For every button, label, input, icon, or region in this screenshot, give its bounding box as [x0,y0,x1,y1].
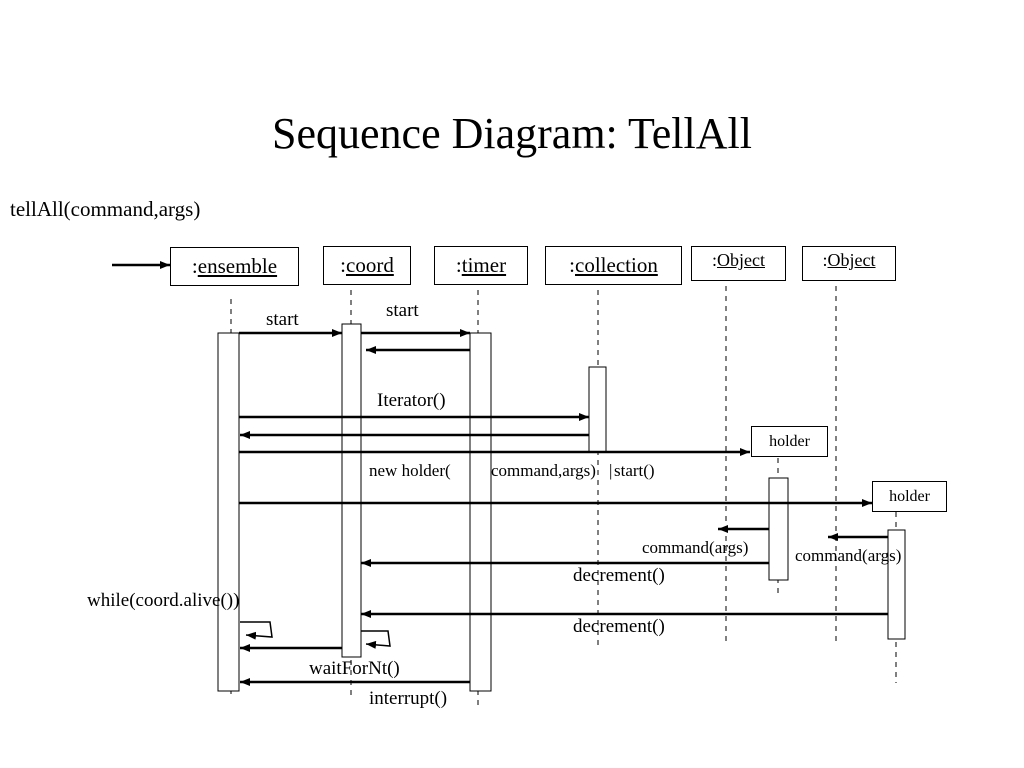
message-label-command-1: command(args) [642,538,749,557]
message-label-command-args: command,args) [491,461,596,480]
trigger-message-label: tellAll(command,args) [10,197,201,221]
activation-coord [341,323,362,658]
page-title: Sequence Diagram: TellAll [272,109,752,158]
object-name: Object [827,250,876,270]
self-call-coord [361,630,391,649]
holder-name: holder [769,432,810,450]
object-prefix: : [191,254,198,278]
object-prefix: : [455,253,462,277]
self-call-ensemble [240,621,273,640]
message-label-command-2: command(args) [795,546,902,565]
activation-holder-2 [887,529,906,640]
object-box-collection: :collection [545,246,682,285]
object-box-coord: :coord [323,246,411,285]
message-label-start-timer: start [386,300,419,321]
object-prefix: : [712,250,718,270]
holder-box-1: holder [751,426,828,457]
message-label-interrupt: interrupt() [369,688,448,709]
activation-timer [469,332,492,692]
message-label-start-holder: start() [614,461,655,480]
message-label-start-coord: start [266,309,299,330]
object-name: ensemble [197,254,278,278]
holder-box-2: holder [872,481,947,512]
message-label-decrement-1: decrement() [573,565,665,586]
object-box-object-1: :Object [691,246,786,281]
message-label-decrement-2: decrement() [573,616,665,637]
object-name: coord [346,253,394,277]
activation-collection [588,366,607,453]
message-label-separator: | [609,461,613,480]
object-name: Object [717,250,765,270]
holder-name: holder [889,487,930,505]
message-label-iterator: Iterator() [377,390,446,411]
object-prefix: : [569,253,576,277]
object-box-ensemble: :ensemble [170,247,299,286]
object-name: collection [575,253,658,277]
activation-ensemble [217,332,240,692]
object-prefix: : [340,253,346,277]
object-box-timer: :timer [434,246,528,285]
message-label-new-holder: new holder( [369,461,451,480]
activation-holder-1 [768,477,789,581]
message-label-while-loop: while(coord.alive()) [87,590,240,611]
object-box-object-2: :Object [802,246,896,281]
message-label-wait-for-nt: waitForNt() [309,658,400,679]
object-prefix: : [822,250,828,270]
object-name: timer [461,253,507,277]
